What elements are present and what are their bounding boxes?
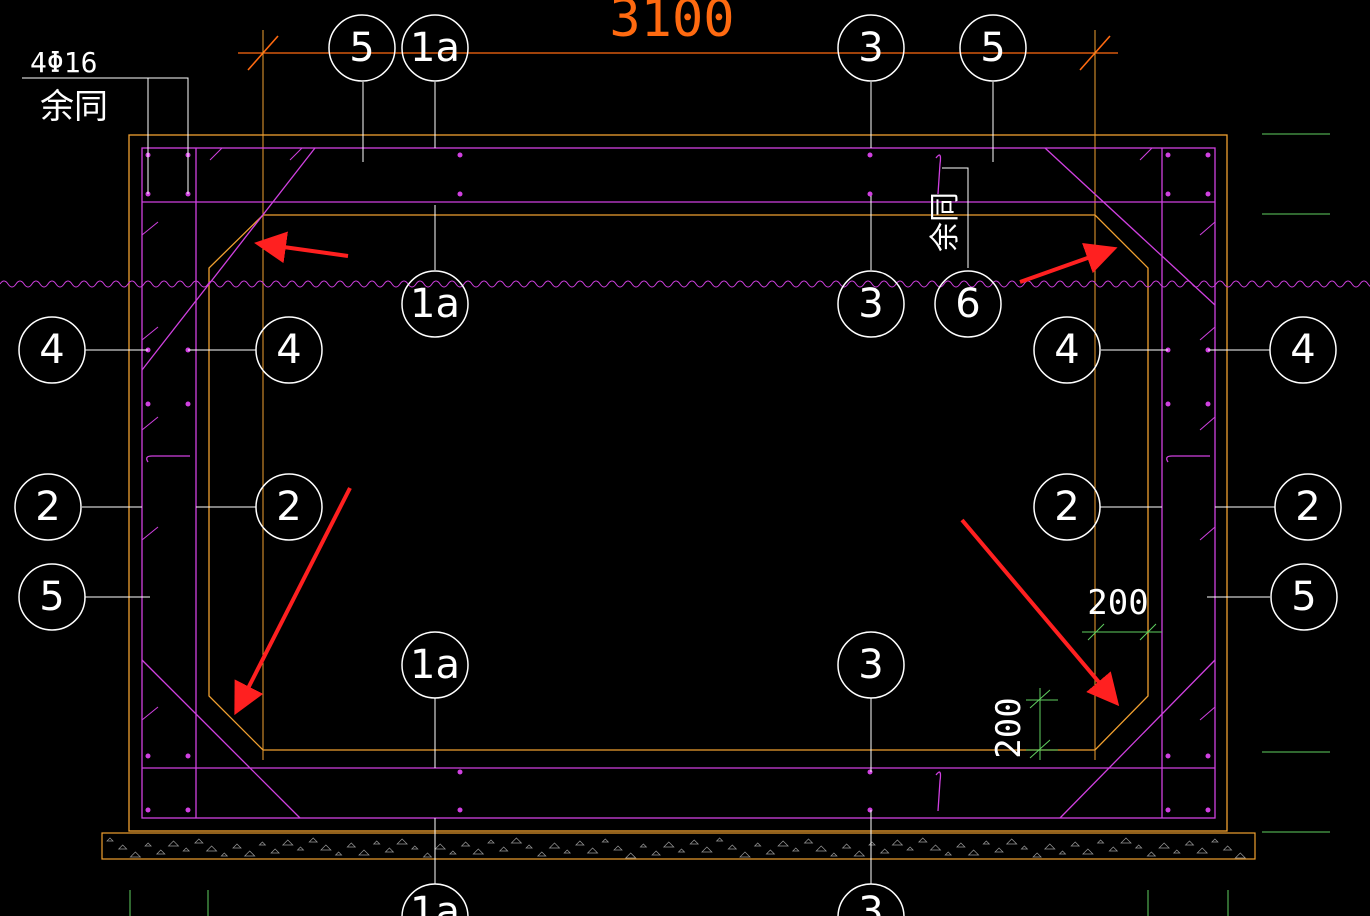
callout-label-inner-3: 3: [858, 281, 883, 327]
callout-bottom-3: [837, 631, 905, 699]
callout-right-inner-2: [1033, 473, 1101, 541]
chamfer-dim-h-value: 200: [1087, 583, 1148, 623]
callout-label-inner-1a: 1a: [410, 281, 460, 327]
callout-below-1a: [401, 883, 469, 916]
callout-top-3: [837, 14, 905, 82]
callout-label-right-5: 5: [1291, 574, 1316, 620]
arrow-bottom-right: [960, 518, 1120, 707]
callout-label-top-1a: 1a: [410, 25, 460, 71]
callout-below-3: [837, 883, 905, 916]
callout-top-right-5: [959, 14, 1027, 82]
callout-label-left-outer-2: 2: [35, 484, 60, 530]
callout-top-1a: [401, 14, 469, 82]
callout-left-5: [18, 563, 86, 631]
concrete-section-outline: [128, 134, 1228, 832]
callout-label-top-left-5: 5: [349, 25, 374, 71]
water-level-line: [0, 280, 1370, 288]
callout-right-inner-4: [1033, 316, 1101, 384]
top-dimension: 3100: [238, 0, 1118, 760]
callout-inner-1a: [401, 270, 469, 338]
side-dim-2: 300: [1364, 768, 1370, 822]
side-dim-3: 300: [1364, 878, 1370, 916]
callout-labels: 5 1a 3 5 1a 3 6 4 4 4 4 2 2 2 2 5 5 1a 3…: [35, 25, 1320, 916]
callout-label-right-inner-2: 2: [1054, 484, 1079, 530]
callout-label-left-inner-2: 2: [276, 484, 301, 530]
callout-right-outer-2: [1274, 473, 1342, 541]
callout-label-right-outer-2: 2: [1295, 484, 1320, 530]
callout-label-below-3: 3: [858, 889, 883, 916]
side-note: 余同: [928, 167, 969, 268]
side-note-text: 余同: [928, 192, 963, 252]
callout-label-left-inner-4: 4: [276, 327, 301, 373]
callout-label-bottom-3: 3: [858, 642, 883, 688]
callout-label-inner-6: 6: [955, 281, 980, 327]
callout-label-left-5: 5: [39, 574, 64, 620]
rebar-note-same: 余同: [40, 87, 108, 127]
callout-inner-6: [934, 270, 1002, 338]
arrow-bottom-left: [234, 487, 352, 716]
callout-right-5: [1270, 563, 1338, 631]
callout-left-outer-4: [18, 316, 86, 384]
callout-bottom-1a: [401, 631, 469, 699]
callout-inner-3: [837, 270, 905, 338]
callout-bubbles: [14, 14, 1342, 916]
rebar-layout: [141, 147, 1216, 819]
callout-label-bottom-1a: 1a: [410, 642, 460, 688]
arrow-top-right: [1019, 242, 1118, 284]
arrow-top-left: [254, 231, 349, 264]
leader-lines: [82, 82, 1275, 884]
side-dim-1: 300: [1364, 151, 1370, 205]
rebar-spec: 4Φ16: [30, 46, 97, 79]
annotation-arrows: [234, 231, 1120, 716]
callout-top-left-5: [328, 14, 396, 82]
callout-label-top-3: 3: [858, 25, 883, 71]
chamfer-dimension-v: [1026, 688, 1058, 760]
callout-label-below-1a: 1a: [410, 889, 460, 916]
rebar-note: 4Φ16 余同: [22, 46, 189, 194]
callout-left-inner-4: [255, 316, 323, 384]
base-slab: [101, 832, 1256, 860]
chamfer-dimension-h: [1082, 623, 1162, 641]
chamfer-dim-v-value: 200: [989, 697, 1029, 758]
side-dimensions: [129, 133, 1330, 916]
callout-label-right-outer-4: 4: [1290, 327, 1315, 373]
callout-left-inner-2: [255, 473, 323, 541]
callout-left-outer-2: [14, 473, 82, 541]
top-dimension-value: 3100: [609, 0, 734, 49]
callout-label-top-right-5: 5: [980, 25, 1005, 71]
callout-right-outer-4: [1269, 316, 1337, 384]
callout-label-right-inner-4: 4: [1054, 327, 1079, 373]
callout-label-left-outer-4: 4: [39, 327, 64, 373]
